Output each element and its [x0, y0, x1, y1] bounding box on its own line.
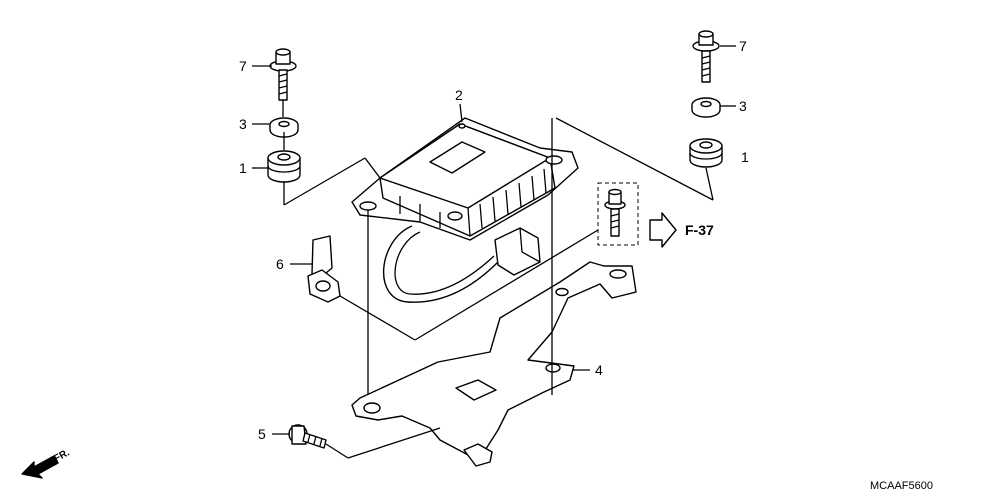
right-grommet: [689, 138, 723, 168]
right-bolt: [692, 30, 720, 83]
right-fastener-stack: [689, 30, 723, 201]
callout-5: 5: [258, 426, 266, 442]
front-direction-indicator: FR.: [21, 447, 72, 479]
callout-1-right: 1: [741, 149, 749, 165]
callout-3-right: 3: [739, 98, 747, 114]
callout-3-left: 3: [239, 116, 247, 132]
front-direction-label: FR.: [52, 447, 72, 464]
reference-box: [597, 182, 639, 246]
callout-7-right: 7: [739, 38, 747, 54]
left-washer: [269, 117, 299, 138]
right-washer: [691, 97, 721, 118]
reference-arrow-icon: [649, 212, 677, 248]
control-unit: [351, 117, 579, 400]
callout-6: 6: [276, 256, 284, 272]
mounting-bracket: [351, 117, 714, 467]
left-bolt: [269, 48, 297, 101]
callout-7-left: 7: [239, 58, 247, 74]
diagram-code: MCAAF5600: [870, 480, 933, 492]
left-grommet: [267, 150, 301, 183]
callout-1-left: 1: [239, 160, 247, 176]
reference-label: F-37: [685, 222, 714, 238]
callout-4: 4: [595, 362, 603, 378]
harness-clip: [307, 229, 599, 341]
callout-2: 2: [455, 87, 463, 103]
flange-bolt: [288, 424, 441, 459]
front-arrow-icon: [21, 455, 59, 479]
left-fastener-stack: [267, 48, 366, 206]
